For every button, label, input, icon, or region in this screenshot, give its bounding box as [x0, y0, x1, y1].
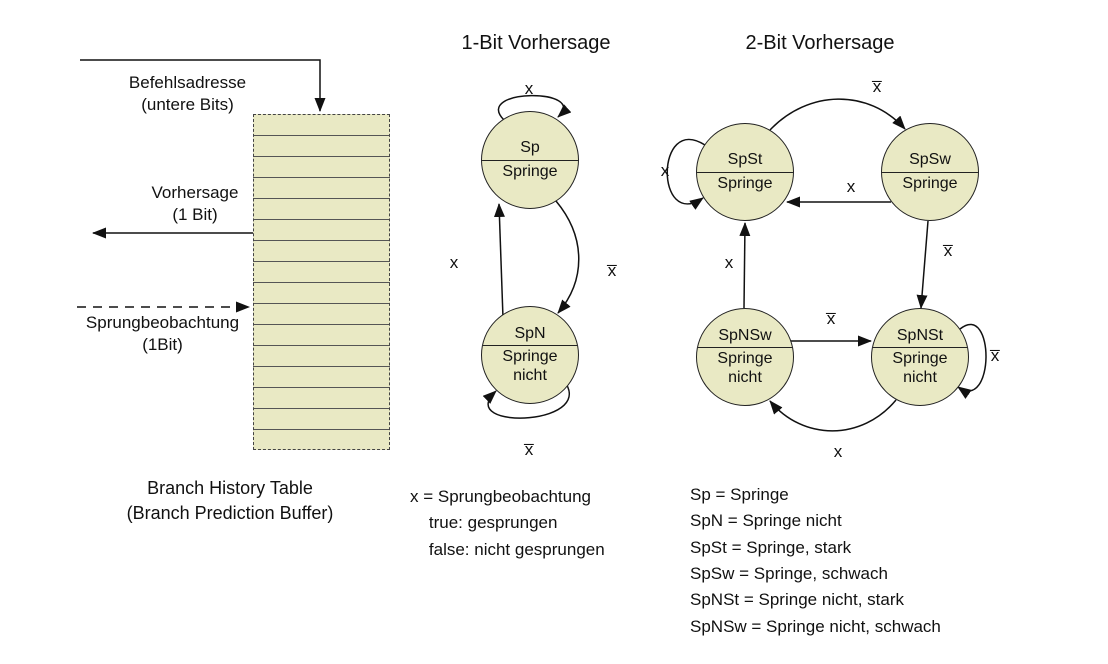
state-spnsw: SpNSw Springe nicht — [696, 308, 794, 406]
spn-selfloop-label: x̅ — [524, 440, 534, 459]
state-spst: SpSt Springe — [696, 123, 794, 221]
state-spst-name: SpSt — [697, 151, 793, 173]
spnst-selfloop-label: x̅ — [990, 346, 1000, 365]
state-spn: SpN Springe nicht — [481, 306, 579, 404]
branch-history-table — [253, 114, 390, 450]
state-sp-desc: Springe — [502, 162, 558, 180]
spnsw-to-spst-arrow — [739, 222, 751, 309]
sp-selfloop-arrow — [497, 94, 572, 121]
spn-selfloop-arrow — [482, 375, 570, 419]
state-spnst-name: SpNSt — [872, 327, 968, 349]
fsm1-title: 1-Bit Vorhersage — [461, 32, 611, 54]
state-spst-desc: Springe — [717, 174, 773, 192]
spnsw-to-spnst-label: x̅ — [826, 309, 836, 328]
befehlsadresse-arrow — [80, 59, 326, 112]
spst-selfloop-arrow — [666, 138, 706, 210]
spst-selfloop-label: x — [660, 161, 670, 180]
spn-to-sp-label: x — [449, 253, 459, 272]
fsm2-title: 2-Bit Vorhersage — [745, 32, 895, 54]
sp-to-spn-arrow — [555, 200, 580, 314]
state-spsw-desc: Springe — [902, 174, 958, 192]
vorhersage-label: Vorhersage (1 Bit) — [151, 183, 239, 225]
spsw-to-spnst-arrow — [916, 220, 929, 309]
state-spsw: SpSw Springe — [881, 123, 979, 221]
state-spn-desc: Springe nicht — [502, 348, 558, 384]
spnst-selfloop-arrow — [957, 323, 987, 399]
spn-to-sp-arrow — [493, 203, 505, 319]
state-spnst-desc: Springe nicht — [892, 350, 948, 386]
state-spnsw-name: SpNSw — [697, 327, 793, 349]
state-spn-name: SpN — [482, 325, 578, 347]
spst-to-spsw-label: x̅ — [872, 77, 882, 96]
state-spsw-name: SpSw — [882, 151, 978, 173]
spst-to-spsw-arrow — [769, 98, 906, 131]
befehlsadresse-label: Befehlsadresse (untere Bits) — [128, 73, 247, 115]
spnsw-to-spst-label: x — [724, 253, 734, 272]
fsm2-legend: Sp = Springe SpN = Springe nicht SpSt = … — [690, 485, 941, 636]
state-sp-name: Sp — [482, 139, 578, 161]
sprungbeobachtung-label: Sprungbeobachtung (1Bit) — [85, 313, 240, 355]
state-spnsw-desc: Springe nicht — [717, 350, 773, 386]
sp-to-spn-label: x̅ — [607, 261, 617, 280]
fsm1-legend: x = Sprungbeobachtung true: gesprungen f… — [410, 487, 605, 559]
spsw-to-spnst-label: x̅ — [943, 241, 953, 260]
spnst-to-spnsw-label: x — [833, 442, 843, 461]
spsw-to-spst-label: x — [846, 177, 856, 196]
spnst-to-spnsw-arrow — [769, 399, 897, 432]
bht-caption: Branch History Table (Branch Prediction … — [126, 478, 334, 524]
state-spnst: SpNSt Springe nicht — [871, 308, 969, 406]
state-sp: Sp Springe — [481, 111, 579, 209]
sp-selfloop-label: x — [524, 79, 534, 98]
